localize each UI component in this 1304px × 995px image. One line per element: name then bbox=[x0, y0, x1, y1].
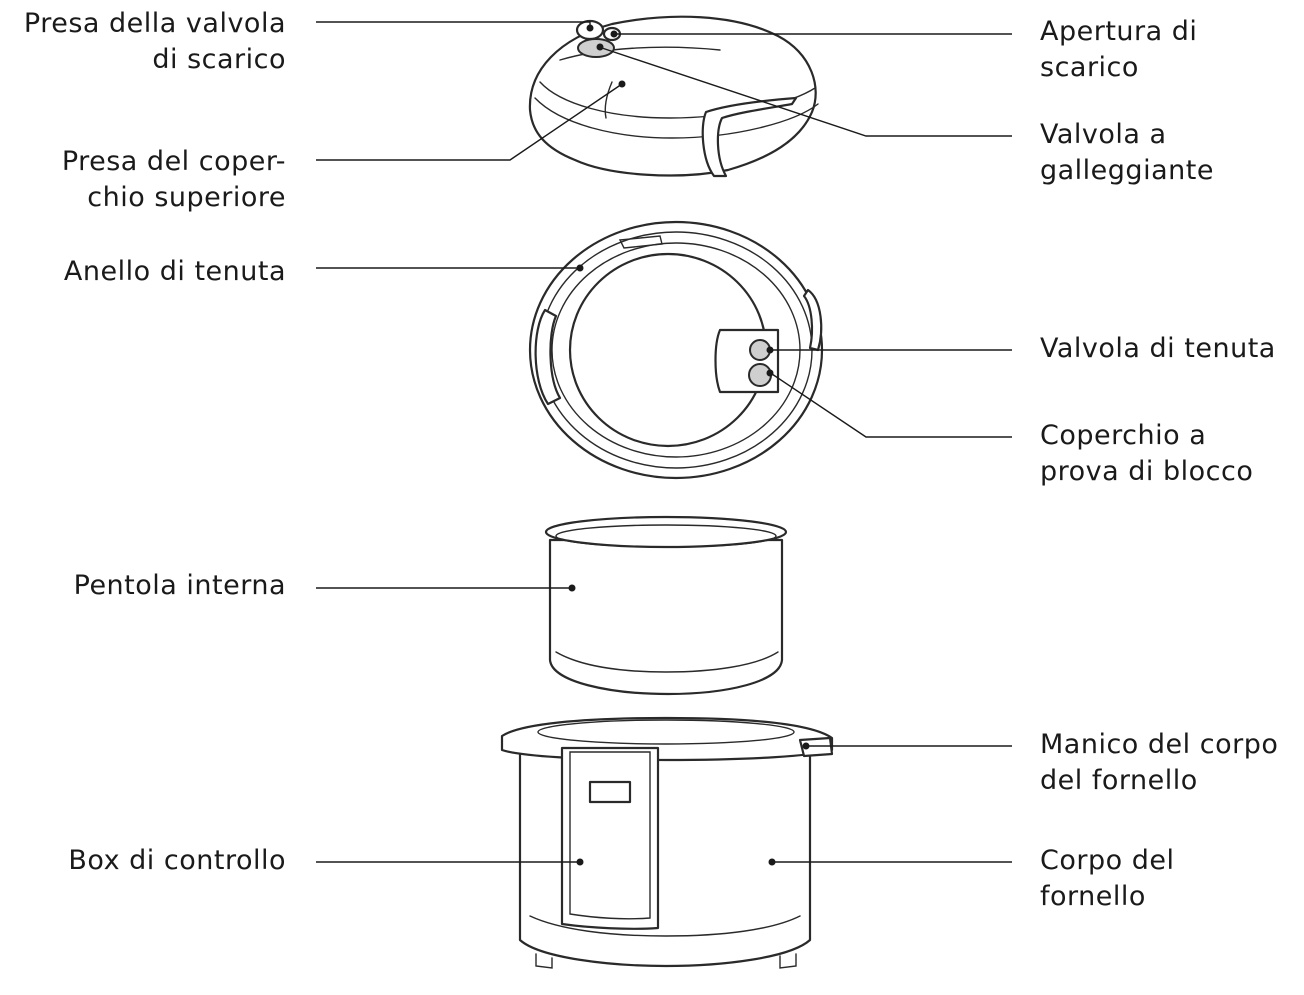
label-anti-block-shield: Coperchio a prova di blocco bbox=[1040, 418, 1253, 490]
label-inner-pot: Pentola interna bbox=[74, 568, 286, 604]
label-line: di scarico bbox=[152, 44, 286, 75]
label-line: del fornello bbox=[1040, 765, 1198, 796]
label-line: Anello di tenuta bbox=[63, 256, 286, 287]
label-cooker-base-handle: Manico del corpo del fornello bbox=[1040, 727, 1278, 799]
label-line: scarico bbox=[1040, 52, 1139, 83]
label-line: Apertura di bbox=[1040, 16, 1198, 47]
label-line: Presa della valvola bbox=[23, 8, 286, 39]
label-line: Valvola di tenuta bbox=[1040, 333, 1276, 364]
label-sealing-ring: Anello di tenuta bbox=[64, 254, 286, 290]
label-cooker-base: Corpo del fornello bbox=[1040, 843, 1174, 915]
label-line: Valvola a bbox=[1040, 119, 1167, 150]
top-lid-illustration bbox=[528, 15, 819, 178]
label-line: Coperchio a bbox=[1040, 420, 1207, 451]
label-line: Box di controllo bbox=[68, 845, 286, 876]
label-float-valve: Valvola a galleggiante bbox=[1040, 117, 1214, 189]
label-line: Presa del coper- bbox=[61, 146, 286, 177]
label-line: chio superiore bbox=[87, 182, 286, 213]
label-line: Manico del corpo bbox=[1040, 729, 1279, 760]
label-line: galleggiante bbox=[1040, 155, 1214, 186]
lid-underside-illustration bbox=[528, 220, 824, 480]
label-line: prova di blocco bbox=[1040, 456, 1254, 487]
label-line: fornello bbox=[1040, 881, 1146, 912]
inner-pot-illustration bbox=[544, 515, 788, 696]
label-line: Pentola interna bbox=[73, 570, 286, 601]
label-sealing-valve: Valvola di tenuta bbox=[1040, 331, 1276, 367]
label-steam-release-handle: Presa della valvola di scarico bbox=[24, 6, 286, 78]
leader-lines bbox=[316, 21, 1012, 866]
cooker-base-illustration bbox=[500, 716, 834, 969]
label-steam-release-opening: Apertura di scarico bbox=[1040, 14, 1197, 86]
label-lid-handle: Presa del coper- chio superiore bbox=[62, 144, 286, 216]
label-control-box: Box di controllo bbox=[68, 843, 286, 879]
label-line: Corpo del bbox=[1040, 845, 1175, 876]
